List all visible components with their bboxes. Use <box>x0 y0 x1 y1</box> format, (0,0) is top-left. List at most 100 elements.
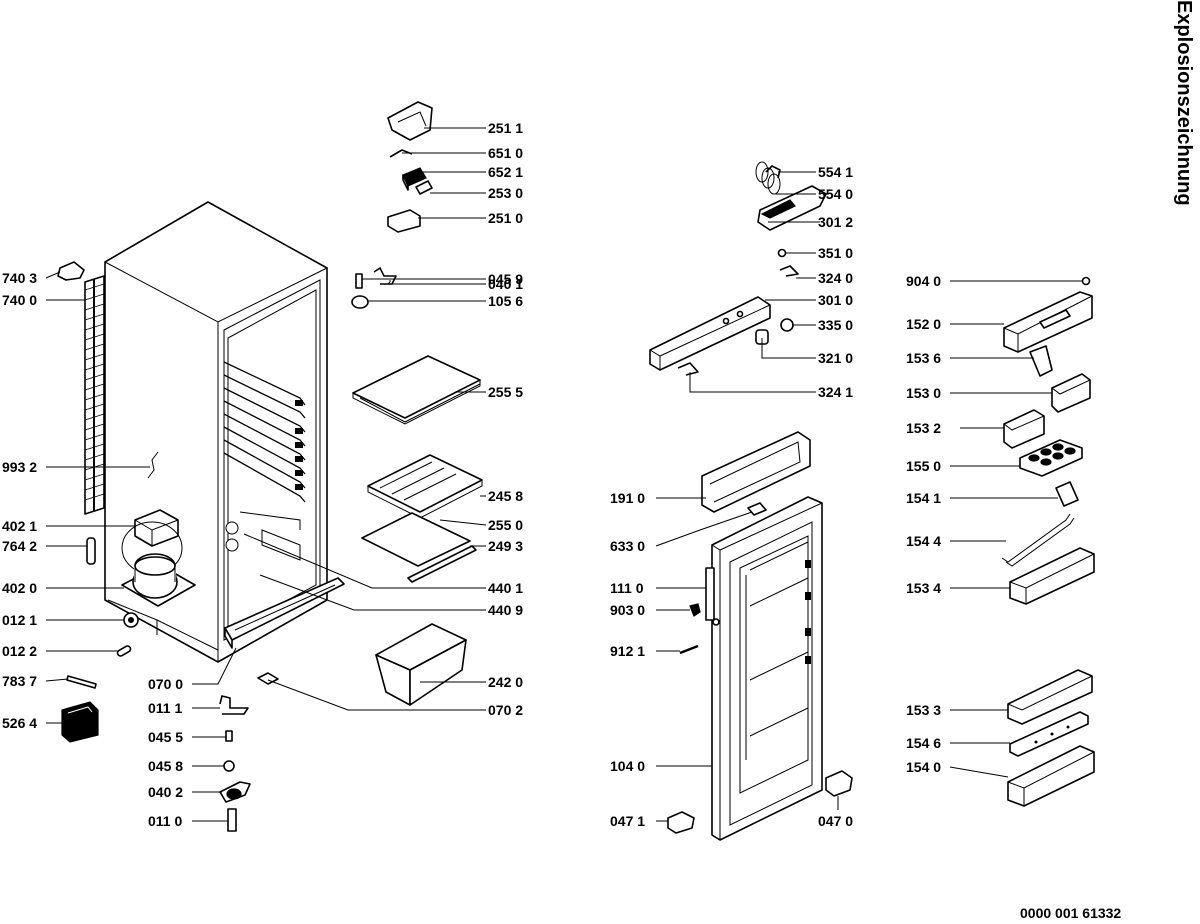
door-bin-152 <box>1003 291 1093 353</box>
part-label: 740 3 <box>2 270 37 286</box>
crisper-cover <box>367 454 483 519</box>
part-label: 045 8 <box>148 758 183 774</box>
screw-912 <box>679 644 699 655</box>
part-label: 904 0 <box>906 273 941 289</box>
lamp-housing <box>387 101 433 141</box>
bin-153-2 <box>1003 409 1045 449</box>
part-label: 153 4 <box>906 580 941 596</box>
clip-part <box>57 261 85 281</box>
cabinet-body <box>104 201 345 663</box>
long-screw-part <box>227 808 237 832</box>
part-label: 324 0 <box>818 270 853 286</box>
cover-part <box>387 209 421 233</box>
part-label: 011 0 <box>148 813 182 829</box>
diagram-title: Explosionszeichnung <box>1173 0 1195 206</box>
clip-324-0 <box>779 265 799 277</box>
part-label: 111 0 <box>610 580 644 596</box>
hinge-pin-903 <box>689 603 701 617</box>
part-label: 652 1 <box>488 164 523 180</box>
part-label: 154 1 <box>906 490 941 506</box>
screw-part <box>355 273 363 289</box>
part-label: 251 0 <box>488 210 523 226</box>
part-label: 045 9 <box>488 271 523 287</box>
part-label: 633 0 <box>610 538 645 554</box>
part-label: 783 7 <box>2 673 37 689</box>
door-stop-047-0 <box>825 770 853 797</box>
part-label: 047 0 <box>818 813 853 829</box>
refrigerator-door <box>711 496 823 841</box>
part-label: 153 6 <box>906 350 941 366</box>
part-label: 740 0 <box>2 292 37 308</box>
bracket-part <box>219 695 249 715</box>
hinge-top <box>373 267 397 285</box>
part-label: 152 0 <box>906 316 941 332</box>
shelf-strip <box>407 545 477 583</box>
glass-plate <box>361 512 471 567</box>
part-label: 993 2 <box>2 459 37 475</box>
part-label: 903 0 <box>610 602 645 618</box>
part-label: 912 1 <box>610 643 645 659</box>
egg-tray <box>1019 439 1083 477</box>
part-number-labels: 251 1 651 0 652 1 253 0 251 0 040 1 045 … <box>2 120 941 829</box>
part-label: 047 1 <box>610 813 645 829</box>
holder-part <box>415 180 433 195</box>
part-label: 301 2 <box>818 214 853 230</box>
part-label: 011 1 <box>148 700 182 716</box>
part-label: 070 2 <box>488 702 523 718</box>
part-label: 301 0 <box>818 292 853 308</box>
part-label: 554 1 <box>818 164 853 180</box>
crisper-drawer <box>375 623 467 706</box>
part-label: 249 3 <box>488 538 523 554</box>
door-handle <box>705 567 715 621</box>
part-label: 351 0 <box>818 245 853 261</box>
door-stop-047-1 <box>667 811 695 834</box>
part-label: 324 1 <box>818 384 853 400</box>
part-label: 335 0 <box>818 317 853 333</box>
bushing-part <box>351 295 369 309</box>
part-label: 440 1 <box>488 580 523 596</box>
part-label: 155 0 <box>906 458 941 474</box>
bracket-154-1 <box>1055 481 1079 507</box>
part-label: 012 2 <box>2 643 37 659</box>
leader-lines <box>45 127 1082 822</box>
glass-shelf-top <box>352 355 481 425</box>
part-label: 154 4 <box>906 533 941 549</box>
part-label: 651 0 <box>488 145 523 161</box>
pin-part <box>116 645 132 657</box>
bar-154-4 <box>1005 517 1075 567</box>
part-label: 070 0 <box>148 676 183 692</box>
door-bin-153-3 <box>1007 669 1093 725</box>
screw-904 <box>1081 276 1091 286</box>
part-label: 153 0 <box>906 385 941 401</box>
door-bin-153-4 <box>1009 547 1095 605</box>
part-label: 251 1 <box>488 120 523 136</box>
box-part <box>61 701 99 743</box>
bracket-153-6 <box>1029 345 1053 377</box>
part-label: 554 0 <box>818 186 853 202</box>
bin-rail-154-6 <box>1009 711 1089 757</box>
rod-part <box>66 675 97 689</box>
filter-part <box>86 537 96 565</box>
thermostat-knob <box>780 318 794 332</box>
part-label: 440 9 <box>488 602 523 618</box>
part-label: 105 6 <box>488 293 523 309</box>
part-label: 153 2 <box>906 420 941 436</box>
part-label: 255 5 <box>488 384 523 400</box>
part-label: 153 3 <box>906 702 941 718</box>
compressor <box>121 553 196 607</box>
part-label: 040 1 <box>488 276 523 292</box>
door-gasket <box>701 431 811 513</box>
control-panel <box>649 296 771 371</box>
part-label: 242 0 <box>488 674 523 690</box>
part-label: 764 2 <box>2 538 37 554</box>
bin-153-0 <box>1051 373 1091 413</box>
nut-part <box>223 760 235 772</box>
wire-part <box>147 451 159 479</box>
part-label: 154 6 <box>906 735 941 751</box>
part-label: 045 5 <box>148 729 183 745</box>
part-label: 191 0 <box>610 490 645 506</box>
part-label: 402 0 <box>2 580 37 596</box>
foot-plate <box>257 672 279 685</box>
part-label: 154 0 <box>906 759 941 775</box>
document-number: 0000 001 61332 <box>1020 905 1121 921</box>
